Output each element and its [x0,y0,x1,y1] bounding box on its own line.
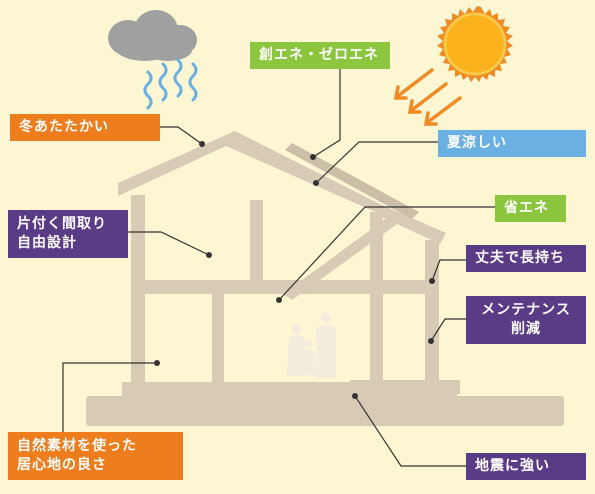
label-text: 創エネ・ゼロエネ [259,47,379,63]
label-durable: 丈夫で長持ち [466,245,586,272]
label-text-line1: 片付く間取り [17,216,107,232]
label-text-line1: メンテナンス [481,302,571,318]
label-layout-design: 片付く間取り 自由設計 [8,210,128,258]
wind-icon [143,58,198,110]
cloud-icon [108,10,197,61]
label-text: 地震に強い [475,458,550,474]
label-text: 夏涼しい [447,135,507,151]
label-summer-cool: 夏涼しい [438,130,586,157]
label-text: 省エネ [504,200,549,216]
label-earthquake: 地震に強い [466,453,586,480]
label-text: 冬あたたかい [19,119,109,135]
sunlight-arrows [393,68,462,126]
label-text-line2: 自由設計 [17,235,77,251]
label-winter-warm: 冬あたたかい [10,114,160,141]
label-text: 丈夫で長持ち [475,250,565,266]
house-icon [86,131,564,426]
label-text-line2: 削減 [511,321,541,337]
label-text-line1: 自然素材を使った [17,438,137,454]
leader-dots [154,141,435,399]
label-natural-materials: 自然素材を使った 居心地の良さ [8,432,183,480]
family-icon [287,313,336,378]
label-energy-create: 創エネ・ゼロエネ [250,42,390,69]
label-text-line2: 居心地の良さ [17,457,107,473]
sun-icon [437,6,513,82]
label-maintenance: メンテナンス 削減 [466,296,586,344]
label-energy-save: 省エネ [495,195,566,222]
